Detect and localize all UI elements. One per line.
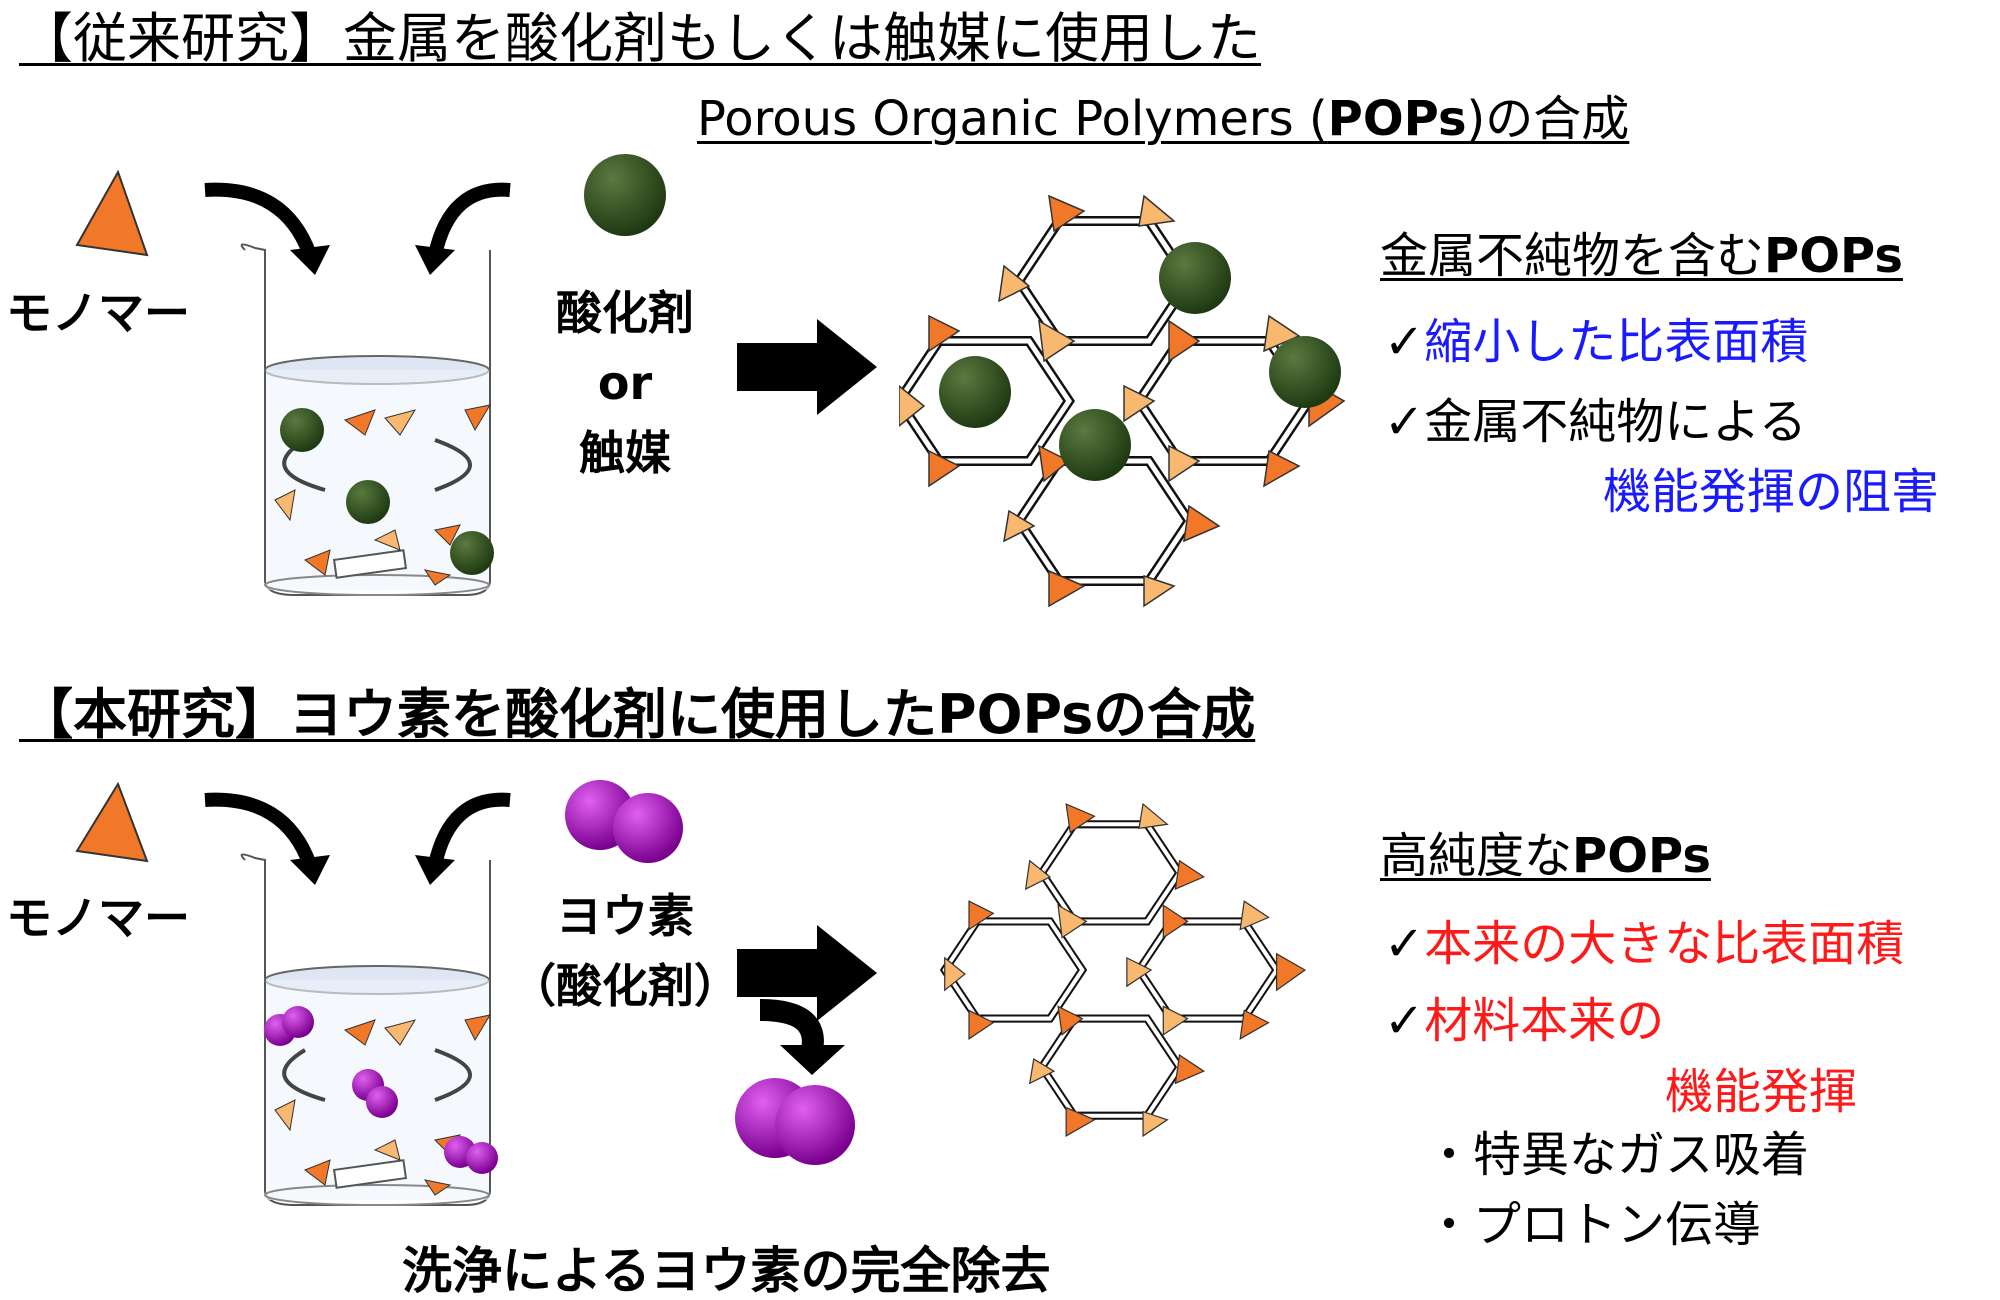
- reaction-arrow-icon-2: [737, 925, 877, 1021]
- curved-arrow-left: [204, 182, 317, 258]
- top-point-1: ✓縮小した比表面積: [1384, 314, 1809, 370]
- top-title: 【従来研究】金属を酸化剤もしくは触媒に使用した: [19, 7, 1261, 70]
- iodine-removal-arrow: [759, 999, 824, 1053]
- metal-sphere-icon: [584, 154, 666, 236]
- top-point-2: ✓金属不純物による: [1384, 394, 1807, 450]
- bottom-result-heading: 高純度なPOPs: [1380, 828, 1711, 884]
- bottom-point-2: ✓材料本来の: [1384, 993, 1665, 1049]
- reagent-label-1: 酸化剤: [556, 286, 694, 340]
- monomer-label-2: モノマー: [6, 891, 190, 945]
- removed-iodine-icon: [735, 1078, 855, 1165]
- top-point-2-cont: 機能発揮の阻害: [1603, 464, 1940, 520]
- reagent-label-2: or: [597, 356, 653, 410]
- footer-caption: 洗浄によるヨウ素の完全除去: [402, 1242, 1051, 1300]
- top-result-heading: 金属不純物を含むPOPs: [1380, 228, 1903, 284]
- bottom-title: 【本研究】ヨウ素を酸化剤に使用したPOPsの合成: [19, 683, 1256, 746]
- bottom-point-2-cont: 機能発揮: [1665, 1064, 1858, 1120]
- monomer-triangle-icon-2: [75, 781, 149, 863]
- reaction-arrow-icon: [737, 319, 877, 415]
- oxidant-label: （酸化剤）: [510, 959, 740, 1013]
- top-subtitle: Porous Organic Polymers (POPs)の合成: [697, 91, 1630, 147]
- curved-arrow-right: [428, 182, 511, 257]
- pop-framework-icon-2: [945, 804, 1305, 1136]
- sub-point-gas: ・特異なガス吸着: [1425, 1127, 1810, 1183]
- sub-point-proton: ・プロトン伝導: [1425, 1197, 1762, 1253]
- bottom-point-1: ✓本来の大きな比表面積: [1384, 916, 1905, 972]
- iodine-molecule-icon: [565, 780, 683, 863]
- monomer-label: モノマー: [6, 286, 190, 340]
- iodine-label: ヨウ素: [556, 889, 694, 943]
- monomer-triangle-icon: [75, 169, 149, 257]
- reagent-label-3: 触媒: [579, 426, 671, 480]
